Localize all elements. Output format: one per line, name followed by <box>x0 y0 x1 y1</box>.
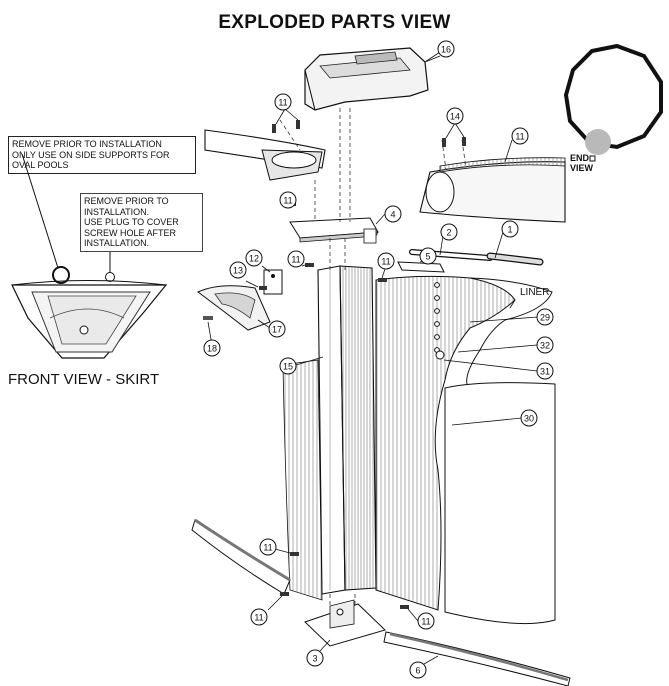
front-view-caption: FRONT VIEW - SKIRT <box>8 371 160 388</box>
liner-label: LINER <box>520 287 550 298</box>
note-plug: REMOVE PRIOR TO INSTALLATION. USE PLUG T… <box>80 193 203 252</box>
callout-label: 11 <box>291 255 300 265</box>
top-ledge-part <box>419 157 566 223</box>
top-plate-part <box>289 217 379 244</box>
callout-6-24: 6 <box>409 661 427 679</box>
callout-label: 11 <box>381 257 390 267</box>
callout-11-11: 11 <box>377 252 395 270</box>
end-view-caption: END VIEW <box>570 153 594 173</box>
callout-label: 2 <box>446 228 451 238</box>
left-wall-section <box>282 359 323 601</box>
callout-label: 4 <box>390 210 395 220</box>
callout-label: 11 <box>263 543 272 553</box>
top-rail-left <box>204 129 326 181</box>
callout-label: 18 <box>207 344 217 354</box>
callout-label: 15 <box>283 362 293 372</box>
callout-11-20: 11 <box>259 538 277 556</box>
skirt-screw-part <box>203 316 213 320</box>
callout-label: 16 <box>441 45 451 55</box>
front-view-skirt <box>11 153 168 359</box>
callout-5-12: 5 <box>419 247 437 265</box>
bottom-plate-part <box>304 599 386 647</box>
callout-32-14: 32 <box>536 336 554 354</box>
callout-label: 11 <box>421 617 430 627</box>
callout-label: 11 <box>283 196 292 206</box>
callout-11-10: 11 <box>287 250 305 268</box>
callout-label: 3 <box>312 654 317 664</box>
callout-label: 11 <box>254 613 263 623</box>
note-side-supports: REMOVE PRIOR TO INSTALLATION ONLY USE ON… <box>8 136 196 174</box>
coping-connector-part <box>397 261 445 273</box>
callout-group: 16 11 11 14 11 4 2 1 12 13 11 11 5 29 32 31 17 18 15 30 11 11… <box>203 40 554 679</box>
callout-11-2: 11 <box>279 191 297 209</box>
assembly-lines <box>279 108 467 608</box>
callout-14-3: 14 <box>446 107 464 125</box>
callout-13-9: 13 <box>229 261 247 279</box>
bottom-track-left <box>191 518 291 595</box>
callout-11-4: 11 <box>511 127 529 145</box>
pool-wall-part <box>375 275 556 625</box>
callout-label: 13 <box>233 266 243 276</box>
callout-label: 14 <box>450 112 460 122</box>
callout-1-7: 1 <box>501 220 519 238</box>
callout-11-1: 11 <box>274 93 292 111</box>
callout-label: 29 <box>540 313 550 323</box>
callout-label: 17 <box>272 325 282 335</box>
callout-label: 12 <box>249 254 259 264</box>
callout-31-15: 31 <box>536 362 554 380</box>
bottom-track-part <box>383 631 571 686</box>
callout-label: 11 <box>515 132 524 142</box>
callout-16-0: 16 <box>437 40 455 58</box>
callout-12-8: 12 <box>245 249 263 267</box>
callout-label: 6 <box>415 666 420 676</box>
callout-17-16: 17 <box>268 320 286 338</box>
leader-lines <box>207 55 539 665</box>
callout-18-17: 18 <box>203 339 221 357</box>
callout-4-5: 4 <box>384 205 402 223</box>
callout-15-18: 15 <box>279 357 297 375</box>
callout-30-19: 30 <box>520 409 538 427</box>
ledge-cap-part <box>304 47 441 111</box>
callout-11-21: 11 <box>250 608 268 626</box>
callout-label: 11 <box>278 98 287 108</box>
callout-29-13: 29 <box>536 308 554 326</box>
callout-11-22: 11 <box>417 612 435 630</box>
upright-part <box>317 265 377 595</box>
upright-skirt-part <box>197 285 271 331</box>
page-title: EXPLODED PARTS VIEW <box>218 12 451 33</box>
callout-label: 1 <box>507 225 512 235</box>
end-view-diagram <box>563 43 663 162</box>
callout-label: 5 <box>425 252 430 262</box>
callout-2-6: 2 <box>440 223 458 241</box>
callout-label: 31 <box>540 367 550 377</box>
callout-label: 32 <box>540 341 550 351</box>
bracket-part <box>263 269 283 295</box>
callout-label: 30 <box>524 414 534 424</box>
callout-3-23: 3 <box>306 649 324 667</box>
